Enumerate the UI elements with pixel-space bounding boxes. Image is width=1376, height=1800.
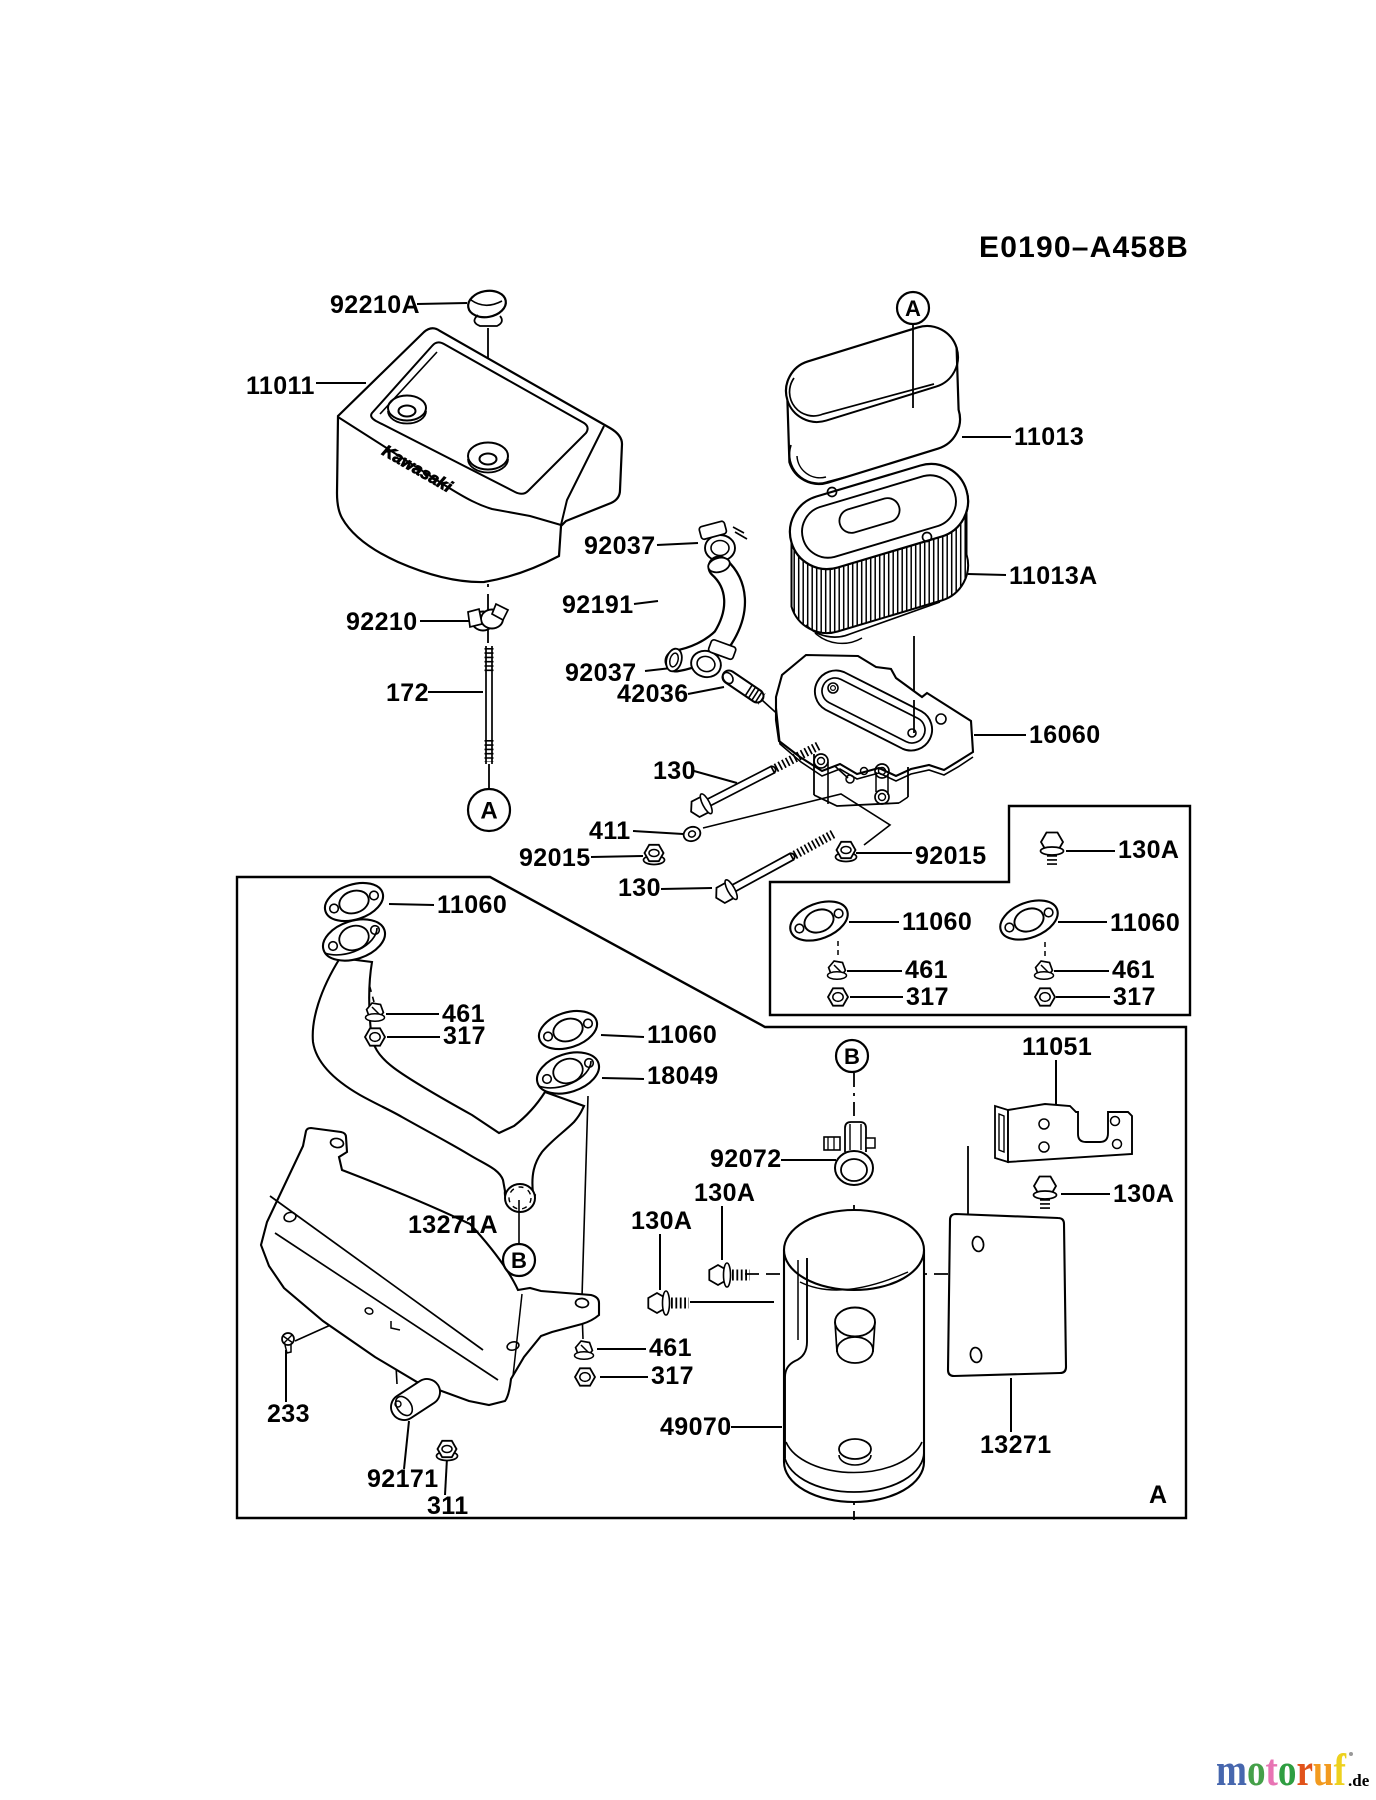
svg-text:92171: 92171 [367,1465,439,1493]
svg-text:461: 461 [649,1334,692,1362]
svg-text:49070: 49070 [660,1413,732,1441]
svg-text:461: 461 [442,1000,485,1028]
svg-text:11060: 11060 [902,908,972,936]
svg-text:92015: 92015 [915,842,987,870]
svg-text:E0190–A458B: E0190–A458B [979,231,1189,264]
svg-text:A: A [1149,1481,1167,1509]
svg-text:B: B [844,1044,860,1069]
svg-text:233: 233 [267,1400,310,1428]
svg-text:411: 411 [589,817,631,845]
svg-text:11060: 11060 [647,1021,717,1049]
svg-text:130: 130 [618,874,661,902]
svg-text:92072: 92072 [710,1145,782,1173]
svg-text:92191: 92191 [562,591,634,619]
svg-text:130: 130 [653,757,696,785]
svg-text:11060: 11060 [437,891,507,919]
svg-text:18049: 18049 [647,1062,719,1090]
svg-text:311: 311 [427,1492,469,1520]
svg-text:130A: 130A [1113,1180,1174,1208]
svg-text:130A: 130A [694,1179,755,1207]
svg-text:461: 461 [905,956,948,984]
svg-text:130A: 130A [631,1207,692,1235]
svg-text:92210: 92210 [346,608,418,636]
svg-text:11013A: 11013A [1009,562,1098,590]
svg-text:130A: 130A [1118,836,1179,864]
svg-text:11051: 11051 [1022,1033,1092,1061]
svg-text:92015: 92015 [519,844,591,872]
svg-text:92037: 92037 [565,659,637,687]
svg-text:13271A: 13271A [408,1211,498,1239]
svg-text:B: B [511,1248,527,1273]
svg-text:11013: 11013 [1014,423,1084,451]
svg-text:13271: 13271 [980,1431,1052,1459]
svg-text:11060: 11060 [1110,909,1180,937]
svg-text:16060: 16060 [1029,721,1101,749]
svg-text:92210A: 92210A [330,291,420,319]
svg-text:172: 172 [386,679,429,707]
svg-text:A: A [480,798,497,825]
svg-text:317: 317 [443,1022,486,1050]
svg-text:A: A [905,296,921,321]
svg-text:317: 317 [651,1362,694,1390]
svg-text:11011: 11011 [246,372,315,400]
svg-text:317: 317 [1113,983,1156,1011]
svg-text:461: 461 [1112,956,1155,984]
svg-text:92037: 92037 [584,532,656,560]
svg-text:42036: 42036 [617,680,689,708]
svg-text:317: 317 [906,983,949,1011]
svg-text:.de: .de [1348,1771,1370,1790]
svg-text:motoruf: motoruf [1216,1744,1347,1795]
